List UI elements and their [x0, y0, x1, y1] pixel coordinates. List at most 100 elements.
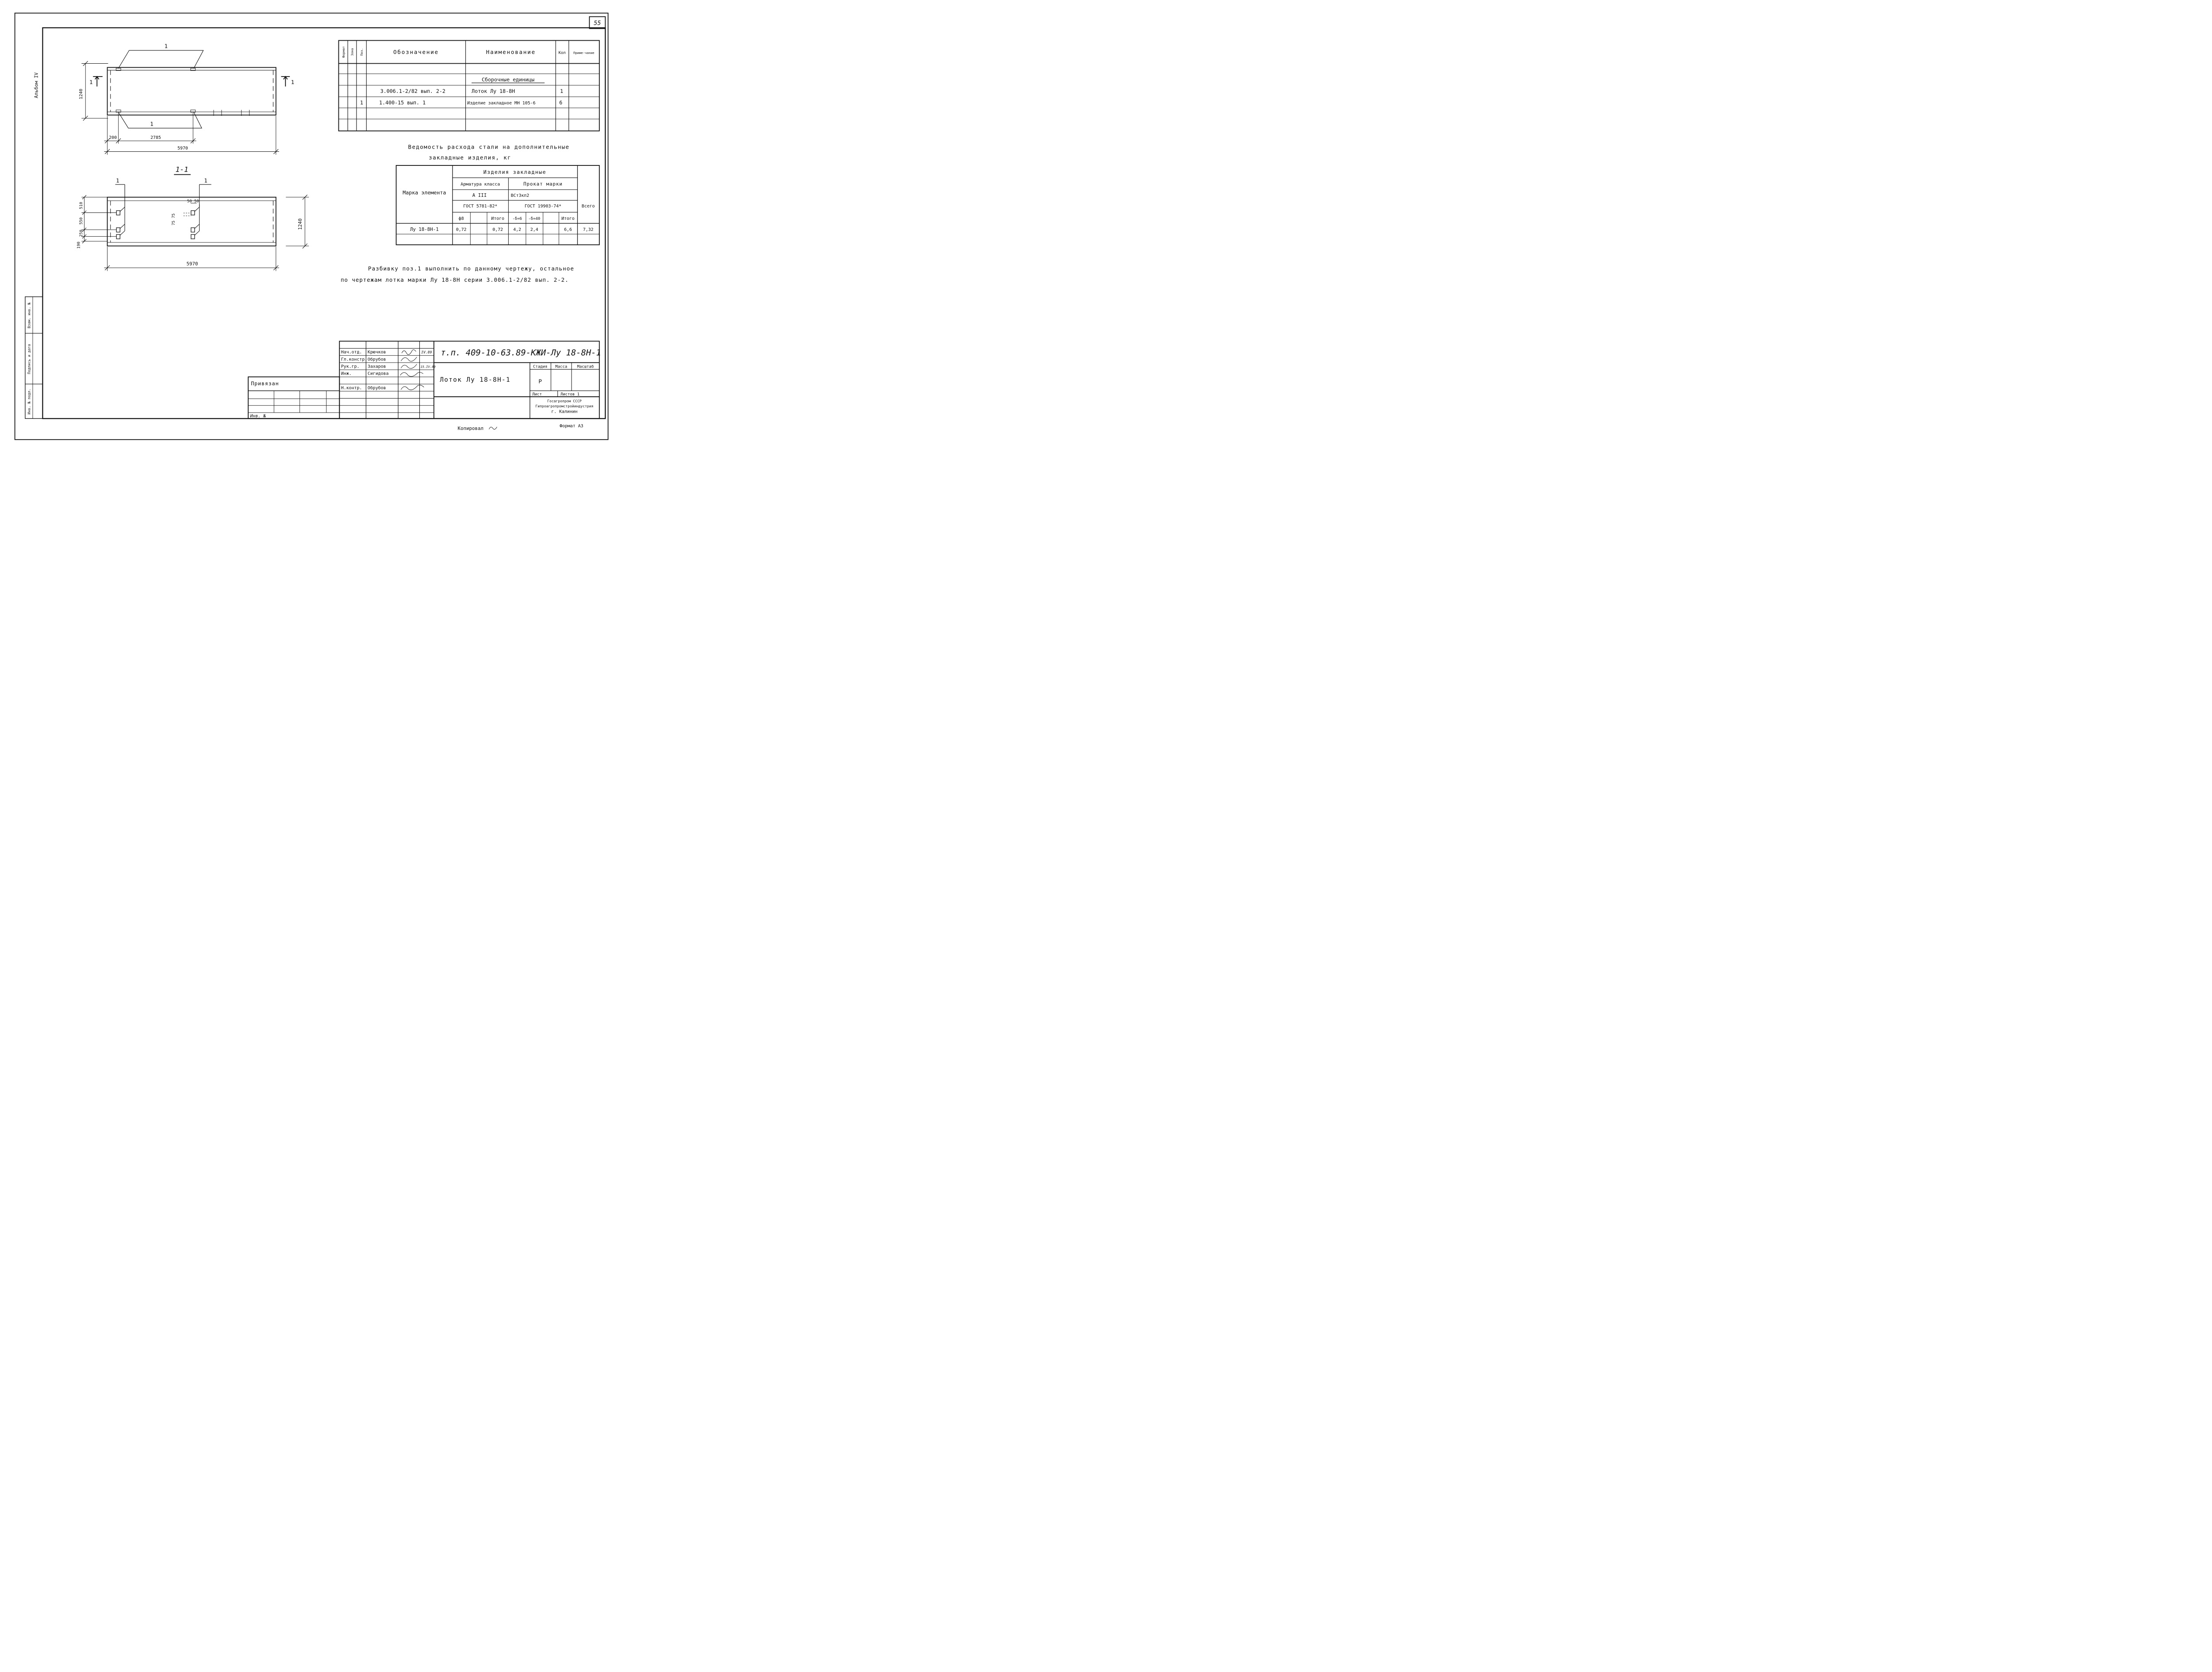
steel-table-title-1: Ведомость расхода стали на дополнительны…	[408, 143, 569, 150]
spec-header-pos: Поз.	[360, 48, 364, 56]
section-dim-small-top: 50 50	[187, 199, 199, 203]
steel-group: Изделия закладные	[484, 169, 546, 175]
section-dim-250: 250	[79, 230, 84, 237]
title-stage-value: Р	[538, 378, 542, 384]
section-callout-left: 1	[116, 177, 119, 184]
title-org-1: Госагропром СССР	[547, 399, 582, 403]
spec-row-2-designation: 1.400-15 вып. 1	[379, 100, 426, 106]
binding-label: Привязан	[251, 380, 279, 387]
title-block: т.п. 409-10-63.89-КЖИ-Лу 18-8Н-1 Лоток Л…	[339, 341, 601, 419]
steel-total-header: Всего	[582, 204, 595, 209]
stamp-replace-inv: Взам. инв. №	[27, 303, 31, 328]
copied-signature	[488, 426, 497, 430]
plan-callout-top: 1	[165, 43, 168, 50]
footer-format: Формат А3	[560, 424, 583, 429]
title-role-0: Нач.отд.	[341, 350, 362, 355]
steel-row-mark: Лу 18-8Н-1	[410, 226, 439, 232]
binding-block: Привязан Инв. №	[248, 376, 340, 419]
plan-dim-spacing: 2785	[150, 135, 161, 140]
plan-callout-bottom: 1	[150, 120, 154, 127]
steel-sub-4: -δ=40	[528, 217, 540, 221]
plan-dim-height: 1240	[79, 89, 84, 100]
page-number: 55	[594, 20, 601, 27]
steel-rolled-grade: ВСт3кп2	[511, 193, 530, 198]
steel-row-val-2: 0,72	[492, 227, 503, 232]
section-dim-510: 510	[79, 202, 84, 209]
title-date-2: 15.IV.89	[420, 364, 435, 368]
steel-row-val-6: 6,6	[564, 227, 572, 232]
spec-row-2-qty: 6	[559, 100, 562, 106]
title-product-name: Лоток Лу 18-8Н-1	[440, 376, 511, 383]
title-name-0: Крючков	[368, 350, 386, 355]
section-callout-right: 1	[204, 177, 207, 184]
steel-rolled-gost: ГОСТ 19903-74*	[525, 204, 561, 209]
note-line-1: Разбивку поз.1 выполнить по данному черт…	[368, 265, 574, 272]
plan-dim-offset: 200	[109, 135, 117, 140]
steel-sub-2: Итого	[491, 216, 504, 221]
title-code: т.п. 409-10-63.89-КЖИ-Лу 18-8Н-1	[441, 349, 601, 358]
section-title: 1-1	[176, 165, 188, 173]
title-role-3: Инж.	[341, 372, 352, 376]
plan-callout-bottom-leader	[118, 112, 202, 129]
section-dim-length: 5970	[187, 261, 198, 267]
section-dim-small-side: 75 75	[172, 214, 176, 226]
tray-section-outline	[107, 196, 276, 246]
title-scale-label: Масштаб	[577, 364, 594, 369]
title-role-4: Н.контр.	[341, 386, 362, 391]
spec-row-1-designation: 3.006.1-2/82 вып. 2-2	[380, 88, 445, 94]
title-org-3: г. Калинин	[551, 410, 577, 414]
spec-header-qty: Кол	[558, 51, 565, 55]
spec-header-zone: Зона	[350, 48, 354, 56]
spec-row-2-pos: 1	[360, 100, 363, 106]
title-sheet-label: Лист	[532, 392, 542, 397]
footer-copied: Копировал	[458, 426, 484, 431]
plan-dim-length: 5970	[177, 146, 188, 151]
steel-sub-0: ф8	[459, 216, 464, 221]
drawing-sheet: 55 Альбом IV Инв. № подл. Подпись и дата…	[0, 0, 619, 450]
steel-rolled: Прокат марки	[523, 181, 562, 187]
steel-rebar-gost: ГОСТ 5781-82*	[463, 204, 497, 209]
album-label: Альбом IV	[34, 72, 39, 98]
stamp-signature-date: Подпись и дата	[27, 344, 31, 374]
plan-callout-top-leader	[118, 50, 204, 69]
spec-header-format: Формат	[342, 46, 346, 58]
tray-plan-outline	[107, 67, 276, 116]
title-name-1: Обрубов	[368, 357, 386, 362]
steel-sub-3: -δ=6	[512, 217, 522, 221]
plan-section-mark-right: 1	[291, 79, 295, 85]
steel-rebar-grade: А III	[472, 192, 487, 198]
steel-table-title-2: закладные изделия, кг	[429, 154, 511, 161]
spec-header-note: Приме-чание	[573, 51, 594, 55]
signature-1	[401, 349, 416, 355]
title-name-3: Сигидова	[368, 372, 389, 376]
title-org-2: Гипроагропромстройиндустрия	[535, 404, 593, 408]
title-name-4: Обрубов	[368, 385, 386, 391]
section-dim-190: 190	[77, 242, 81, 249]
left-stamp: Инв. № подл. Подпись и дата Взам. инв. №	[25, 296, 43, 419]
plan-view: 1 1 1 1 1240 200 2785 5970	[79, 43, 294, 155]
steel-row-total: 7,32	[583, 227, 594, 232]
spec-header-designation: Обозначение	[393, 49, 439, 55]
binding-inv-label: Инв. №	[250, 414, 266, 419]
page-number-box	[589, 16, 606, 29]
note-line-2: по чертежам лотка марки Лу 18-8Н серии 3…	[341, 276, 569, 283]
steel-table: Марка элемента Изделия закладные Арматур…	[396, 165, 600, 245]
title-stage-label: Стадия	[533, 364, 547, 369]
title-mass-label: Масса	[555, 364, 567, 369]
title-date-0: IV.89	[421, 350, 432, 354]
spec-row-1-name: Лоток Лу 18-8Н	[472, 88, 515, 94]
signature-3	[400, 364, 417, 369]
outer-border	[14, 12, 609, 440]
steel-row-val-4: 2,4	[530, 227, 538, 232]
spec-row-2-name: Изделие закладное МН 105-6	[467, 101, 535, 106]
title-sheets-label: Листов 1	[561, 392, 580, 397]
signature-4	[400, 372, 423, 377]
title-name-2: Захаров	[368, 364, 386, 369]
spec-table: Формат Зона Поз. Обозначение Наименовани…	[338, 40, 600, 131]
plan-section-mark-left: 1	[89, 79, 93, 85]
signature-5	[400, 385, 424, 390]
steel-col-mark: Марка элемента	[403, 189, 446, 196]
section-dim-550: 550	[79, 217, 84, 224]
section-view: 1-1 1 1 50 50 75 75	[77, 165, 309, 271]
section-dim-height: 1240	[297, 219, 303, 230]
